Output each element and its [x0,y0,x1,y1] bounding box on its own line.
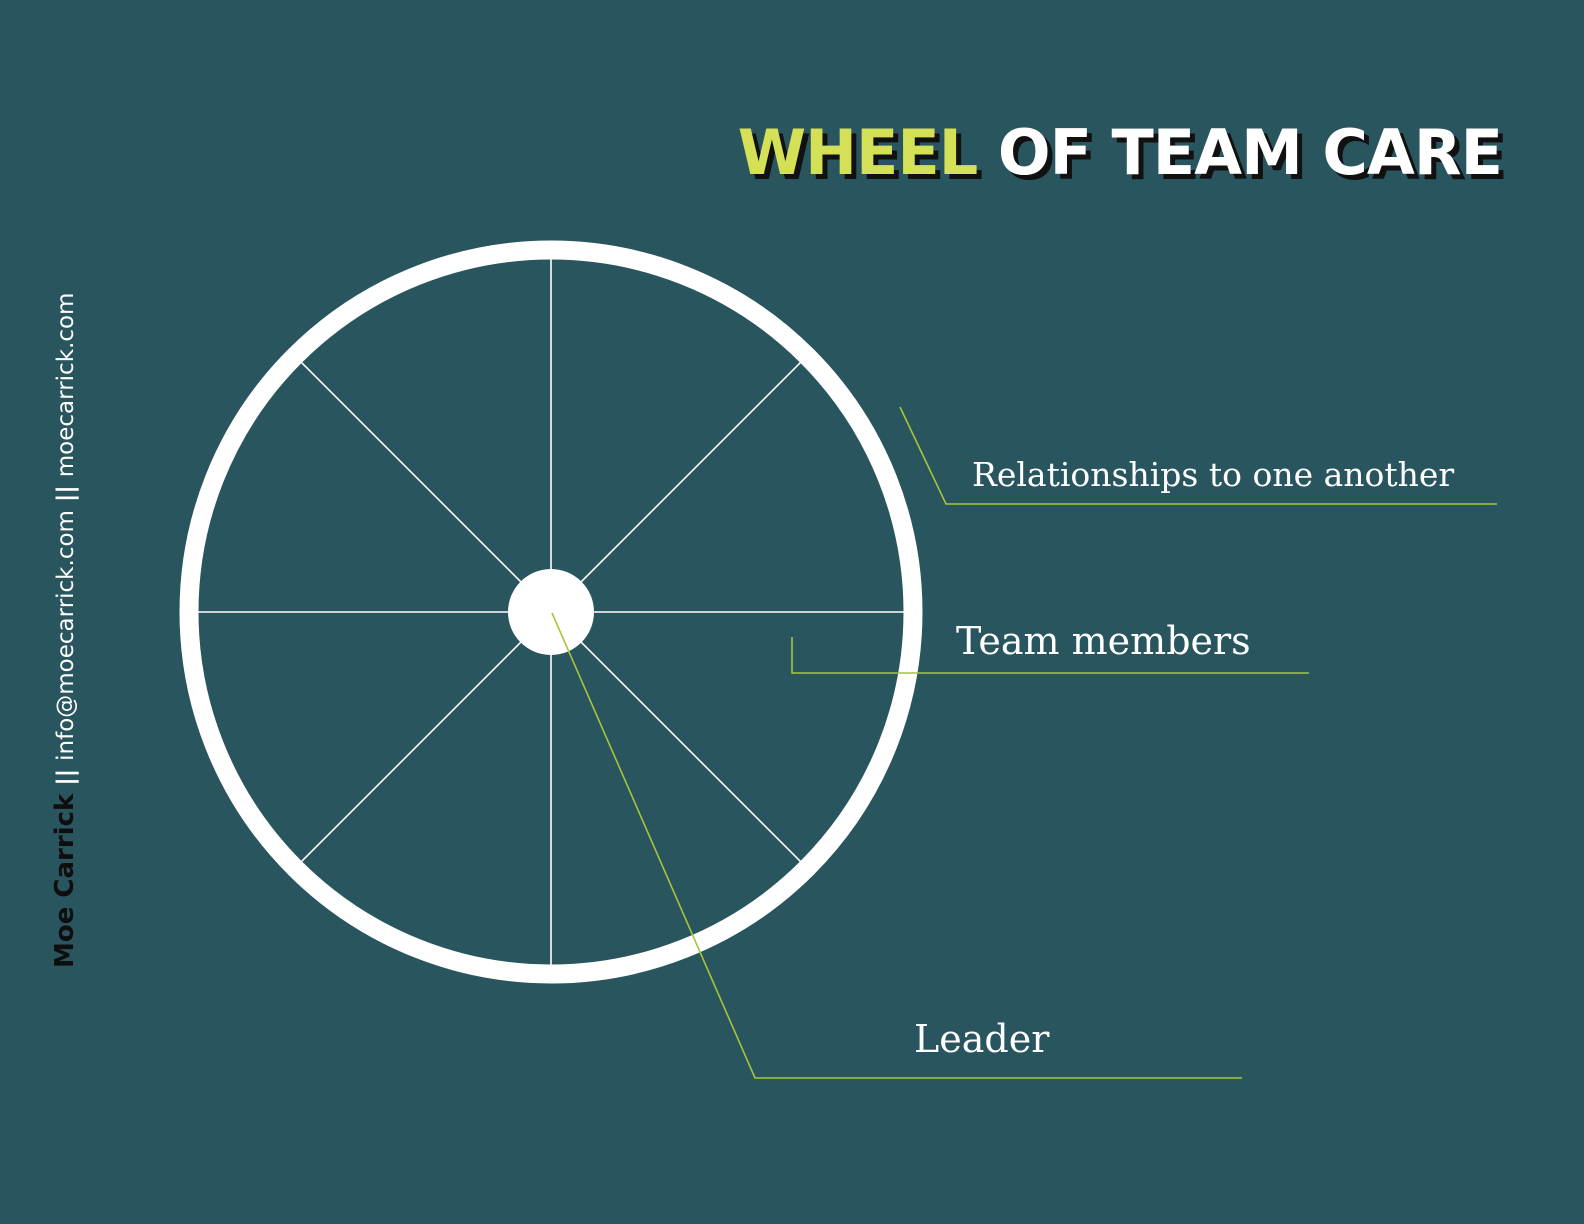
title-accent-word: WHEEL [737,116,978,189]
label-relationships: Relationships to one another [972,455,1455,494]
wheel-spoke [550,611,804,865]
callout-line-leader [551,612,1242,1079]
wheel-spokes [195,256,907,968]
wheel-spoke [298,611,552,865]
wheel-spoke [298,359,552,613]
title-rest: OF TEAM CARE [977,116,1503,189]
label-leader: Leader [914,1017,1050,1061]
label-team-members: Team members [956,619,1251,663]
page-title: WHEEL OF TEAM CARE [738,122,1503,184]
wheel-hub [508,569,594,655]
callout-line-relationships [899,406,1497,505]
wheel-spoke [550,359,804,613]
callout-line-members [791,637,1309,674]
wheel-rim [179,240,923,984]
